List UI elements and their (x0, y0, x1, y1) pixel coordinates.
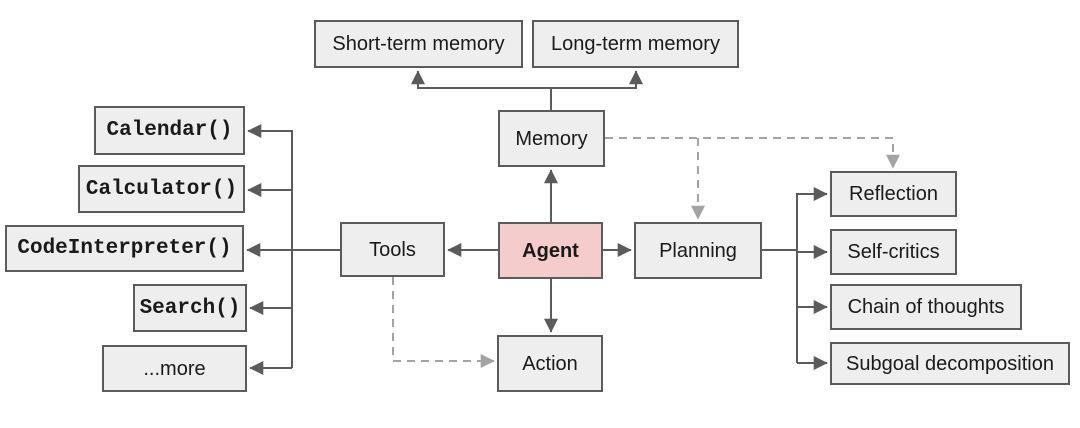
node-tools: Tools (340, 222, 445, 277)
node-subgoal-decomposition: Subgoal decomposition (830, 342, 1070, 385)
node-label: Self-critics (847, 241, 940, 263)
node-reflection: Reflection (830, 171, 957, 217)
node-label: ...more (143, 357, 206, 380)
node-more-tools: ...more (102, 345, 247, 392)
node-short-term-memory: Short-term memory (314, 20, 523, 68)
dashed-connector-tools-to-action (392, 277, 495, 368)
node-code-interpreter: CodeInterpreter() (5, 225, 244, 272)
node-agent: Agent (498, 222, 603, 279)
node-label: CodeInterpreter() (17, 237, 232, 260)
node-label: Search() (139, 296, 241, 320)
node-self-critics: Self-critics (830, 229, 957, 275)
node-planning: Planning (634, 222, 762, 279)
connector-planning-trunk-to-reflection (762, 194, 827, 363)
dashed-connector-memory-to-reflection (605, 137, 900, 169)
node-label: Chain of thoughts (847, 296, 1005, 318)
connector-memory-to-long-term-memory (551, 70, 643, 89)
node-label: Memory (515, 127, 588, 150)
node-label: Subgoal decomposition (846, 352, 1054, 375)
node-memory: Memory (498, 110, 605, 167)
node-label: Planning (659, 239, 737, 262)
node-label: Short-term memory (332, 33, 505, 55)
node-long-term-memory: Long-term memory (532, 20, 739, 68)
node-label: Agent (522, 239, 579, 262)
node-label: Tools (369, 238, 416, 261)
node-label: Reflection (849, 183, 938, 205)
connector-memory-to-short-term-memory (411, 70, 552, 110)
node-chain-of-thoughts: Chain of thoughts (830, 284, 1022, 330)
node-calendar: Calendar() (94, 106, 245, 155)
node-calculator: Calculator() (78, 165, 245, 213)
node-search: Search() (133, 284, 247, 332)
node-label: Long-term memory (551, 33, 720, 55)
node-label: Calculator() (85, 177, 238, 201)
node-action: Action (497, 335, 603, 392)
connector-tools-trunk-to-calendar (247, 124, 293, 368)
node-label: Action (522, 352, 578, 375)
node-label: Calendar() (106, 119, 233, 142)
